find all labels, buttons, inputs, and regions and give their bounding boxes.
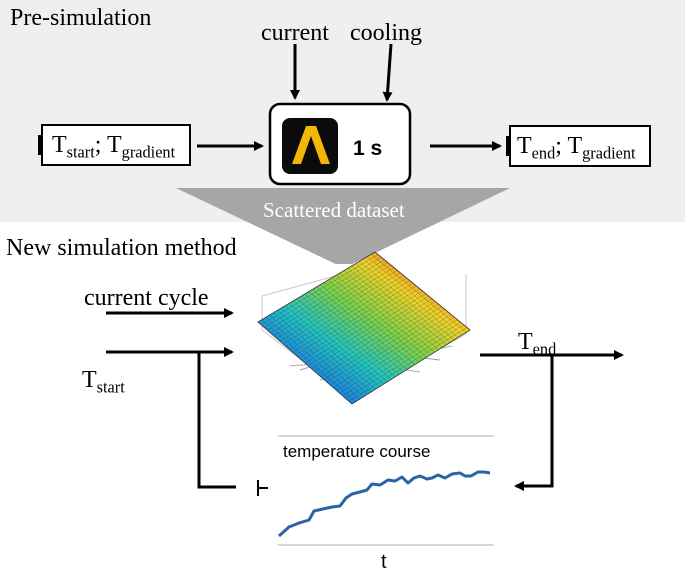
cooling-input-arrow [382,43,393,102]
temperature-plot-title: temperature course [283,442,431,461]
end-state-box-terminal [506,136,511,156]
surface-plot-mesh [261,254,467,402]
temperature-plot-xlabel: t [381,551,387,573]
pre-simulation-title: Pre-simulation [10,5,152,31]
current-cycle-label: current cycle [84,285,209,311]
end-state-label: Tend; Tgradient [517,133,636,163]
current-input-label: current [261,20,329,46]
start-state-box [41,124,191,166]
new-method-title: New simulation method [6,235,237,261]
cooling-input-label: cooling [350,20,422,46]
block-duration-label: 1 s [353,137,383,160]
end-state-box [509,125,651,167]
feedback-line-right [514,355,554,491]
feedback-line-left [197,352,236,489]
tend-label: Tend [518,329,557,359]
tstart-label: Tstart [82,367,125,397]
start-state-label: Tstart; Tgradient [52,132,176,162]
scattered-dataset-label: Scattered dataset [263,198,405,222]
temperature-curve [277,470,491,538]
scattered-dataset-funnel [176,188,510,268]
app-logo-mark [292,126,330,164]
start-state-box-terminal [38,135,43,155]
